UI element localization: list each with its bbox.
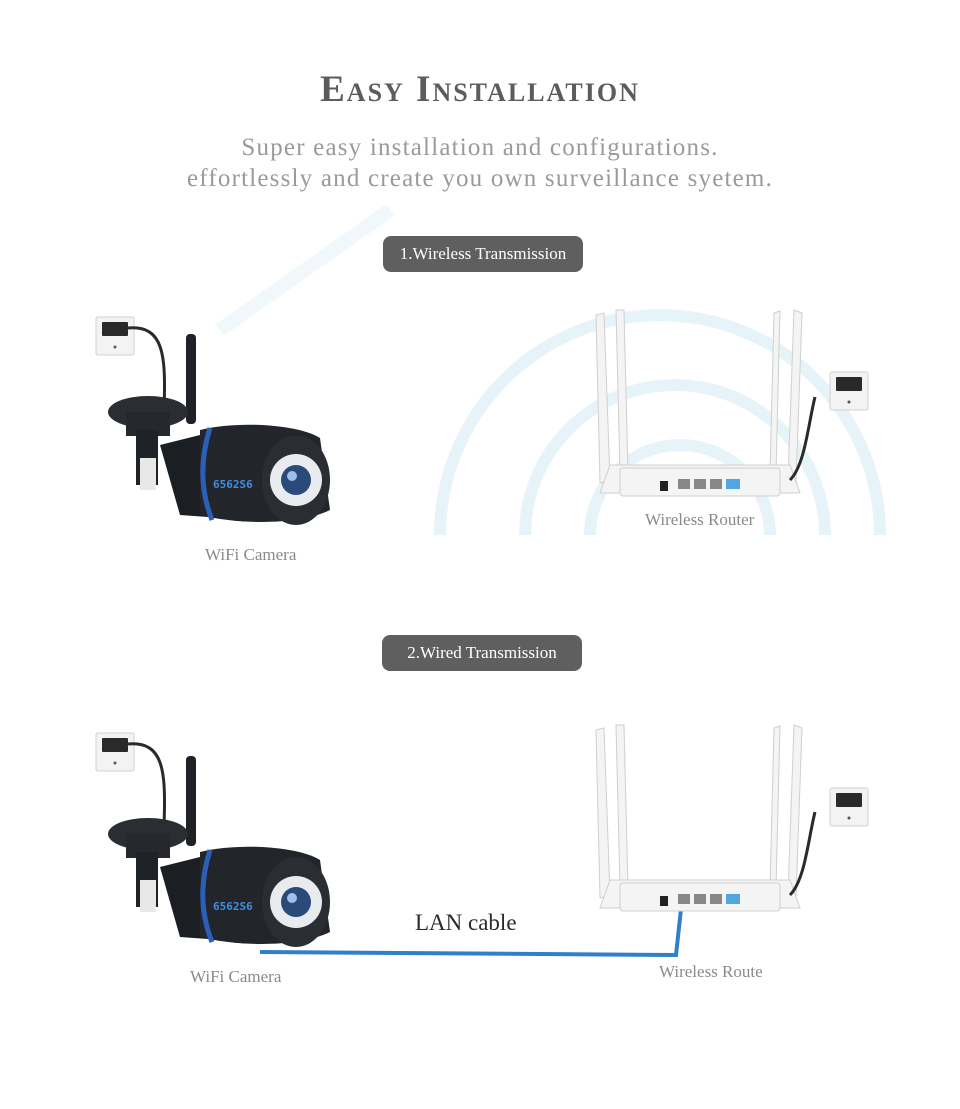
camera-caption: WiFi Camera <box>205 545 297 564</box>
lan-cable-label: LAN cable <box>415 910 517 935</box>
page-title: Easy Installation <box>320 69 640 110</box>
wall-outlet-icon <box>95 316 167 411</box>
wifi-camera-image: 6562S6 <box>108 334 330 525</box>
wireless-router-image <box>595 309 817 497</box>
subtitle-line-1: Super easy installation and configuratio… <box>241 134 719 161</box>
camera-caption: WiFi Camera <box>190 967 282 986</box>
subtitle-line-2: effortlessly and create you own surveill… <box>186 165 774 192</box>
router-caption: Wireless Route <box>659 962 763 981</box>
wall-outlet-icon-router <box>829 371 869 411</box>
camera-badge: 6562S6 <box>213 478 253 491</box>
wireless-router-image <box>595 724 817 912</box>
wifi-camera-image: 6562S6 <box>108 756 330 947</box>
wall-outlet-icon <box>95 732 167 827</box>
wired-transmission-label: 2.Wired Transmission <box>382 635 582 671</box>
wall-outlet-icon-router <box>829 787 869 827</box>
router-caption: Wireless Router <box>645 510 755 529</box>
camera-badge: 6562S6 <box>213 900 253 913</box>
wireless-transmission-label: 1.Wireless Transmission <box>383 236 583 272</box>
